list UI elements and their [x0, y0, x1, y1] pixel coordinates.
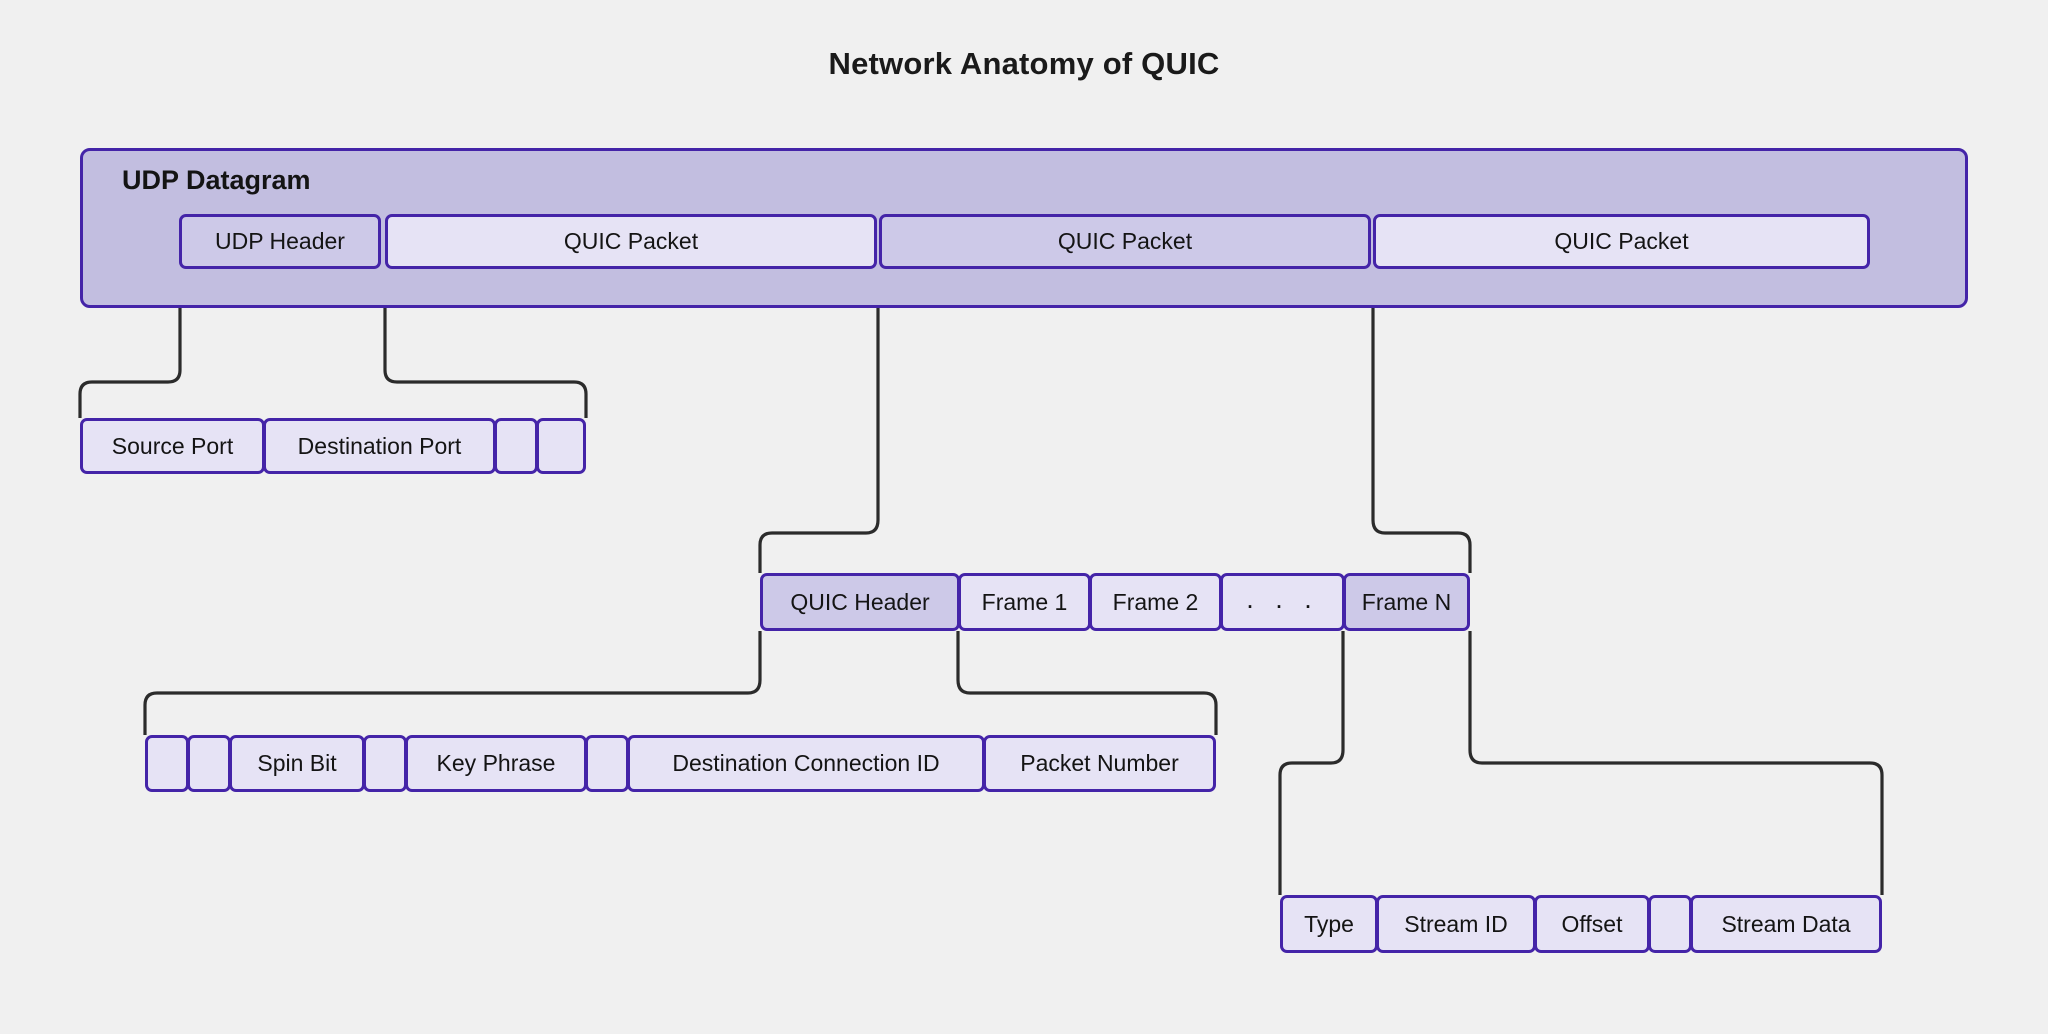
field-packet-number[interactable]: Packet Number: [983, 735, 1216, 792]
connector-frame-right: [1468, 631, 1884, 895]
connector-quic-header-left: [143, 631, 762, 735]
field-type[interactable]: Type: [1280, 895, 1378, 953]
connector-frame-left: [1278, 631, 1345, 895]
connector-quic-packet-1-to-udp-detail: [383, 308, 588, 418]
connector-quic-packet-1: [758, 308, 880, 573]
field-frame-2[interactable]: Frame 2: [1089, 573, 1222, 631]
field-quic-blank-3[interactable]: [363, 735, 407, 792]
field-quic-packet-2[interactable]: QUIC Packet: [879, 214, 1371, 269]
field-quic-blank-1[interactable]: [145, 735, 189, 792]
field-quic-packet-1[interactable]: QUIC Packet: [385, 214, 877, 269]
field-stream-data[interactable]: Stream Data: [1690, 895, 1882, 953]
field-spin-bit[interactable]: Spin Bit: [229, 735, 365, 792]
field-key-phrase[interactable]: Key Phrase: [405, 735, 587, 792]
field-udp-blank-1[interactable]: [494, 418, 538, 474]
field-frame-1[interactable]: Frame 1: [958, 573, 1091, 631]
connector-quic-header-right: [956, 631, 1218, 735]
field-offset[interactable]: Offset: [1534, 895, 1650, 953]
field-quic-packet-3[interactable]: QUIC Packet: [1373, 214, 1870, 269]
field-frame-blank-1[interactable]: [1648, 895, 1692, 953]
field-destination-port[interactable]: Destination Port: [263, 418, 496, 474]
field-udp-header[interactable]: UDP Header: [179, 214, 381, 269]
field-udp-blank-2[interactable]: [536, 418, 586, 474]
field-destination-connection-id[interactable]: Destination Connection ID: [627, 735, 985, 792]
connector-udp-header: [78, 308, 182, 418]
field-stream-id[interactable]: Stream ID: [1376, 895, 1536, 953]
udp-datagram-label: UDP Datagram: [122, 165, 311, 195]
field-quic-blank-2[interactable]: [187, 735, 231, 792]
field-frame-n[interactable]: Frame N: [1343, 573, 1470, 631]
field-frame-ellipsis[interactable]: . . .: [1220, 573, 1345, 631]
field-source-port[interactable]: Source Port: [80, 418, 265, 474]
page-title: Network Anatomy of QUIC: [828, 46, 1220, 81]
connector-quic-packet-3: [1371, 308, 1472, 573]
field-quic-blank-4[interactable]: [585, 735, 629, 792]
field-quic-header[interactable]: QUIC Header: [760, 573, 960, 631]
